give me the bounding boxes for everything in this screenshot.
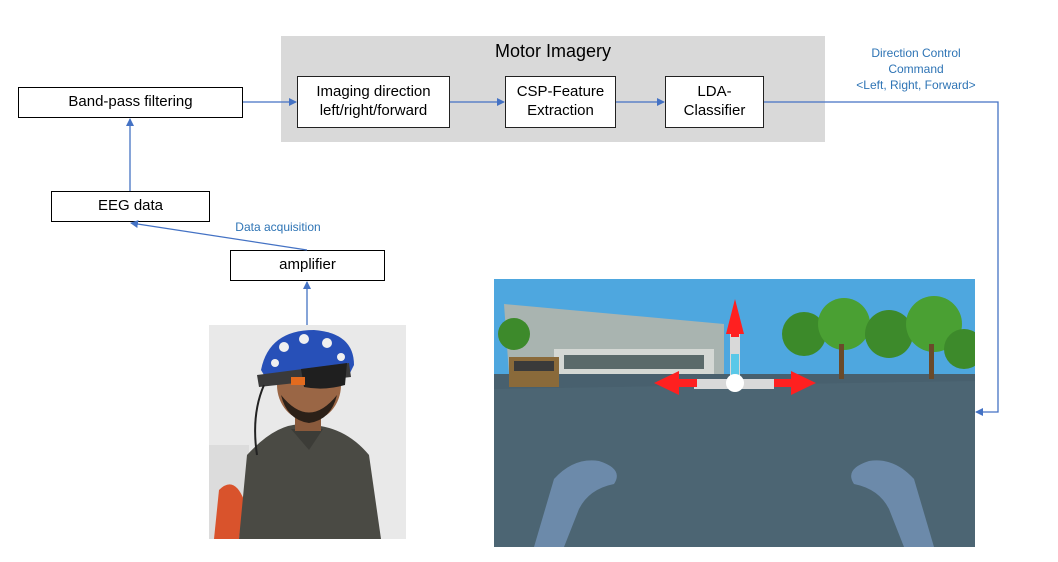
arrow-amplifier-to-eeg [130,220,308,251]
imaging-direction-line2: left/right/forward [319,102,428,119]
bandpass-filtering-box: Band-pass filtering [18,87,243,118]
eeg-data-box: EEG data [51,191,210,222]
lda-classifier-box: LDA- Classifier [665,76,764,128]
user-eeg-headset-photo [209,325,406,539]
lda-classifier-line1: LDA- [697,83,732,101]
direction-control-command-label: Direction Control Command <Left, Right, … [836,45,996,93]
amplifier-box: amplifier [230,250,385,281]
csp-feature-box: CSP-Feature Extraction [505,76,616,128]
vr-scene-image [494,279,975,547]
lda-classifier-line2: Classifier [683,102,746,119]
csp-feature-line1: CSP-Feature [516,83,605,101]
arrow-lda-to-vr-scene [764,101,999,416]
command-line3: <Left, Right, Forward> [856,78,976,92]
motor-imagery-title: Motor Imagery [494,41,612,61]
csp-feature-line2: Extraction [527,102,594,119]
command-line1: Direction Control [871,46,961,60]
command-line2: Command [888,62,944,76]
imaging-direction-box: Imaging direction left/right/forward [297,76,450,128]
imaging-direction-line1: Imaging direction [316,83,431,101]
data-acquisition-label: Data acquisition [235,220,321,234]
